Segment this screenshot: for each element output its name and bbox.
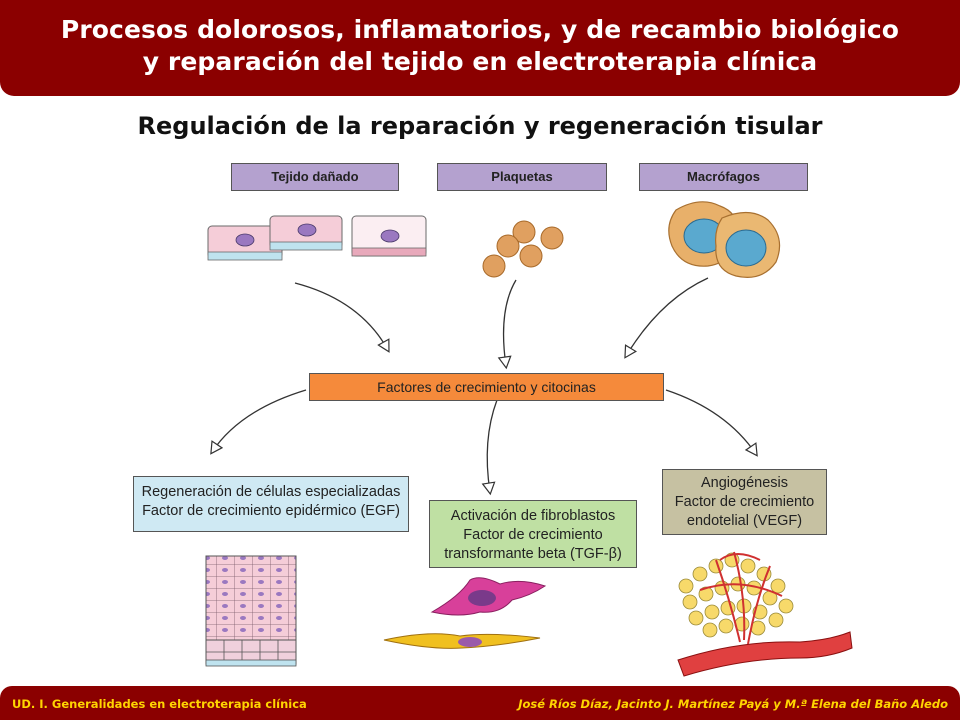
angiogenesis-line-3: endotelial (VEGF) xyxy=(686,513,803,529)
fibroblast-line-3: transformante beta (TGF-β) xyxy=(444,546,622,562)
epithelium-illustration xyxy=(205,555,297,667)
slide-subtitle: Regulación de la reparación y regeneraci… xyxy=(137,112,823,140)
macrophages-illustration xyxy=(668,201,781,278)
footer-bar: UD. I. Generalidades en electroterapia c… xyxy=(0,686,960,720)
platelets-illustration xyxy=(482,220,564,278)
arrows-to-growth-factors xyxy=(294,277,709,366)
fibroblast-line-2: Factor de crecimiento xyxy=(463,527,603,543)
fibroblast-activation-box: Activación de fibroblastos Factor de cre… xyxy=(429,500,637,568)
source-box-macrophages: Macrófagos xyxy=(639,163,808,191)
title-line-1: Procesos dolorosos, inflamatorios, y de … xyxy=(60,15,900,44)
regeneration-line-1: Regeneración de células especializadas xyxy=(141,484,401,500)
title-banner: Procesos dolorosos, inflamatorios, y de … xyxy=(0,0,960,96)
footer-authors: José Ríos Díaz, Jacinto J. Martínez Payá… xyxy=(518,697,948,711)
angiogenesis-box: Angiogénesis Factor de crecimiento endot… xyxy=(662,469,827,535)
regeneration-line-2: Factor de crecimiento epidérmico (EGF) xyxy=(142,503,400,519)
arrows-from-growth-factors xyxy=(212,389,756,492)
source-box-platelets: Plaquetas xyxy=(437,163,607,191)
footer-course: UD. I. Generalidades en electroterapia c… xyxy=(12,697,307,711)
fibroblast-line-1: Activación de fibroblastos xyxy=(450,508,616,524)
fibroblasts-illustration xyxy=(383,577,547,649)
title-line-2: y reparación del tejido en electroterapi… xyxy=(142,47,818,76)
angiogenesis-line-1: Angiogénesis xyxy=(700,475,789,491)
regeneration-box: Regeneración de células especializadas F… xyxy=(133,476,409,532)
angiogenesis-illustration xyxy=(677,551,853,677)
angiogenesis-line-2: Factor de crecimiento xyxy=(674,494,815,510)
growth-factors-box: Factores de crecimiento y citocinas xyxy=(309,373,664,401)
damaged-tissue-illustration xyxy=(207,215,427,261)
source-box-damaged-tissue: Tejido dañado xyxy=(231,163,399,191)
